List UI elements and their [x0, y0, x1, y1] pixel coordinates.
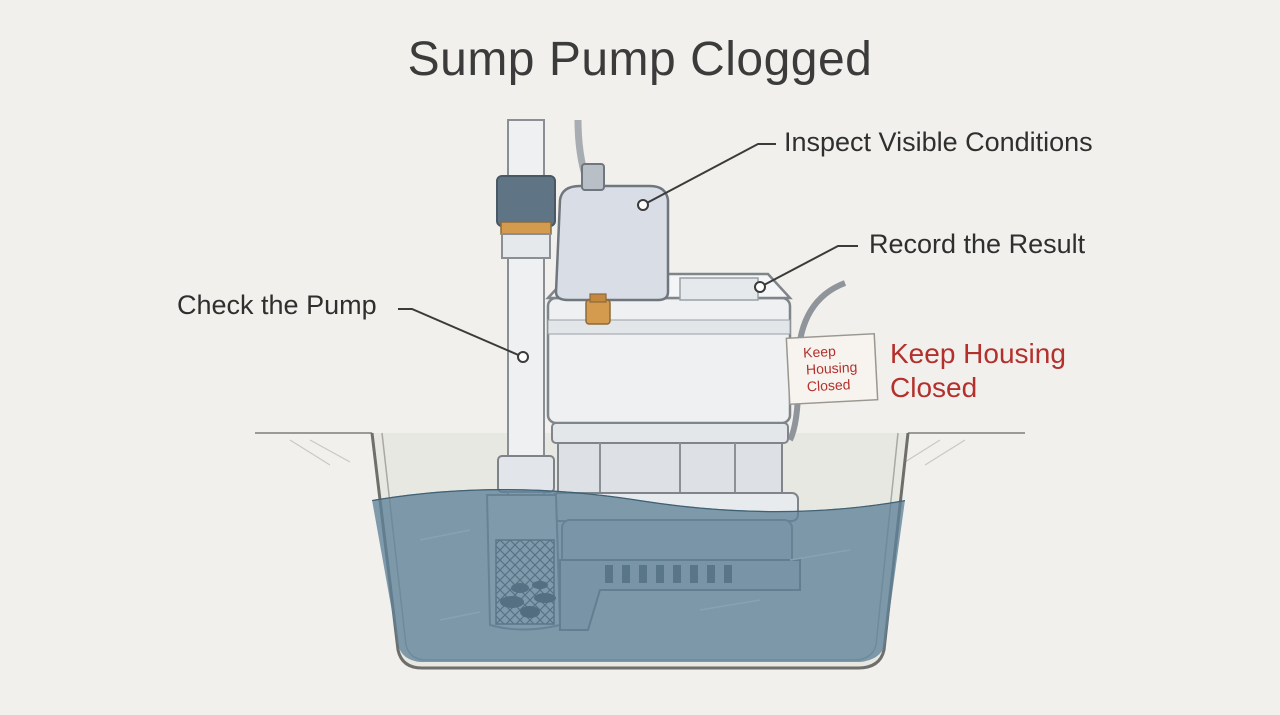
callout-leaders: [398, 143, 858, 358]
sump-water: [372, 489, 905, 662]
callout-check: Check the Pump: [177, 290, 377, 320]
vent-plug: [585, 293, 611, 325]
callout-dots: [517, 199, 766, 363]
check-marker: [517, 351, 529, 363]
discharge-pipe: [496, 119, 556, 523]
page-title: Sump Pump Clogged: [407, 33, 873, 86]
motor-cap: [554, 163, 670, 302]
record-marker: [754, 281, 766, 293]
warning-line-2: Closed: [890, 372, 978, 403]
callout-record: Record the Result: [869, 229, 1086, 259]
tag-text: Keep Housing Closed: [791, 341, 878, 396]
warning-tag: [785, 332, 879, 406]
ground-surface: [255, 432, 1025, 466]
callout-inspect: Inspect Visible Conditions: [784, 127, 1093, 157]
warning-label: Keep Housing Closed: [890, 337, 1066, 405]
inspect-marker: [637, 199, 649, 211]
warning-line-1: Keep Housing: [890, 338, 1066, 369]
